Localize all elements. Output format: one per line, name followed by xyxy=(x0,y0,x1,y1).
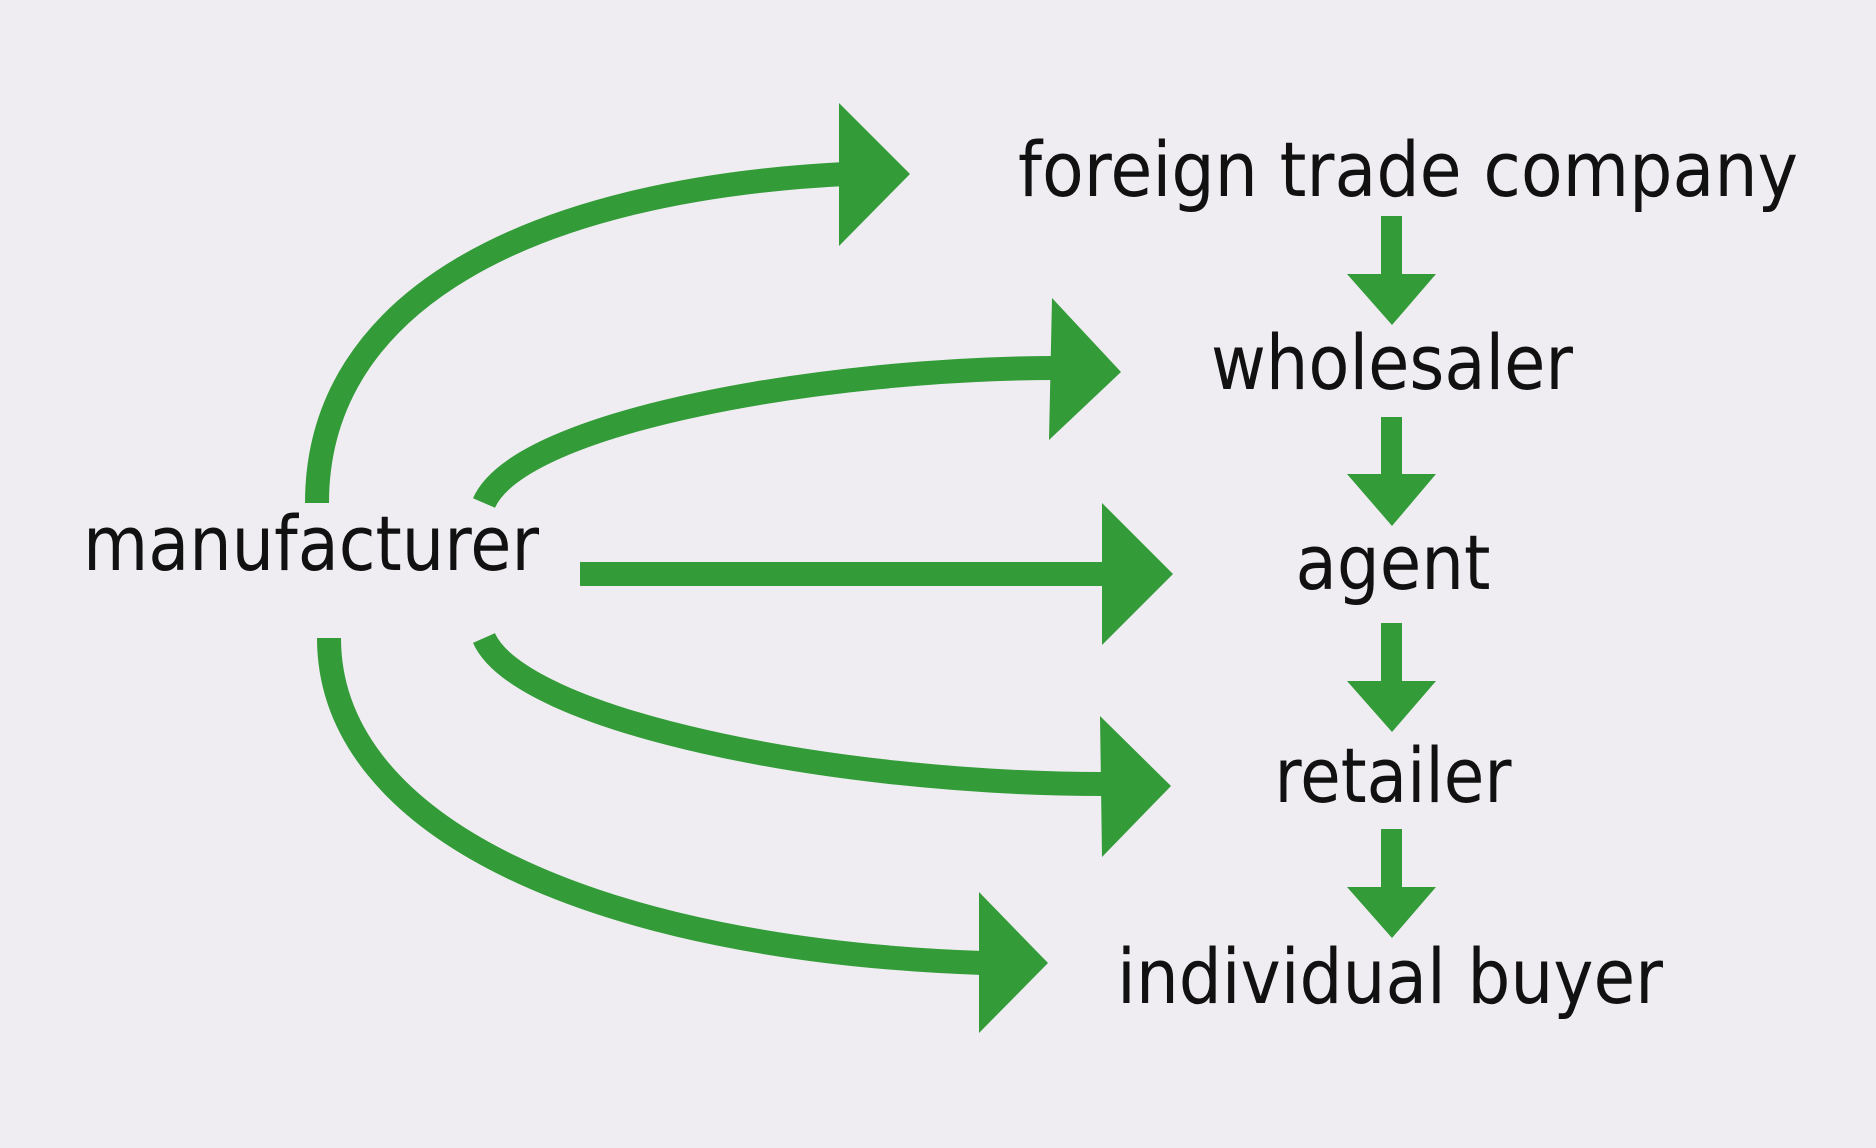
arrowhead-to-retailer xyxy=(1100,716,1171,857)
arrow-to-individual-buyer xyxy=(317,637,984,975)
node-wholesaler: wholesaler xyxy=(1211,318,1574,407)
arrow-to-retailer xyxy=(473,632,1105,796)
chain-arrows xyxy=(1347,216,1436,938)
node-labels: manufacturer foreign trade company whole… xyxy=(83,125,1798,1021)
node-retailer: retailer xyxy=(1275,731,1513,820)
arrow-to-foreign-trade-company xyxy=(305,162,846,504)
arrowhead-to-foreign-trade-company xyxy=(839,103,910,246)
arrow-retailer-to-individual-buyer xyxy=(1347,829,1436,938)
arrowhead-to-individual-buyer xyxy=(979,892,1048,1033)
arrow-wholesaler-to-agent xyxy=(1347,417,1436,526)
node-individual-buyer: individual buyer xyxy=(1117,932,1664,1021)
arrow-agent-to-retailer xyxy=(1347,623,1436,732)
node-manufacturer: manufacturer xyxy=(83,499,540,588)
arrow-foreign-trade-company-to-wholesaler xyxy=(1347,216,1436,325)
arrowhead-to-agent xyxy=(1102,503,1173,645)
arrow-to-wholesaler xyxy=(473,356,1058,509)
arrowhead-to-wholesaler xyxy=(1049,298,1121,440)
node-agent: agent xyxy=(1296,518,1491,607)
node-foreign-trade-company: foreign trade company xyxy=(1018,125,1798,214)
manufacturer-arrows xyxy=(305,103,1173,1033)
